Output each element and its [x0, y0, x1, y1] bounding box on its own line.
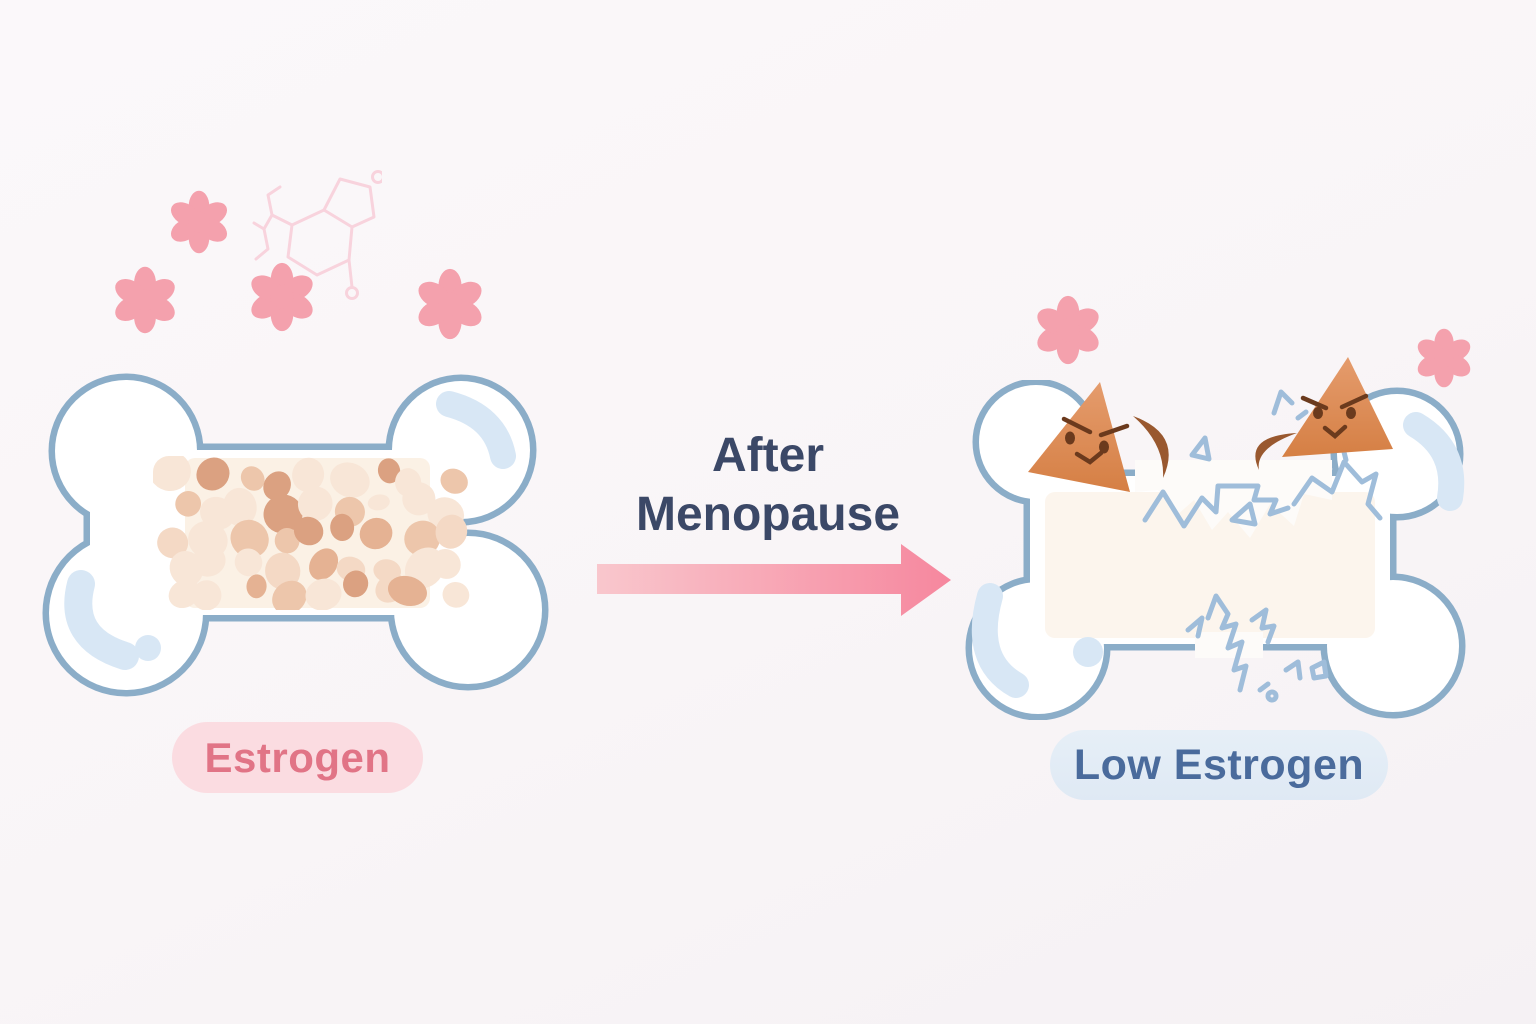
trabecular-blob: [293, 516, 324, 546]
bone-highlight-dot: [1073, 637, 1103, 667]
molecule-oxygen: [345, 286, 359, 300]
molecule-oxygen: [371, 170, 382, 184]
trabecular-blob: [330, 513, 355, 542]
trabecular-blob: [297, 486, 333, 522]
estrogen-flower-icon: [170, 190, 228, 254]
trabecular-blob: [263, 494, 303, 534]
trabecular-blob: [343, 570, 369, 598]
trabecular-blob: [309, 548, 339, 581]
trabecular-blob: [240, 466, 265, 491]
estrogen-flower-icon: [1417, 328, 1471, 388]
trabecular-blob: [442, 582, 470, 608]
osteoclast-character-icon: [1028, 382, 1130, 492]
trabecular-blob: [377, 458, 401, 484]
low-estrogen-badge-label: Low Estrogen: [1073, 740, 1365, 789]
angry-face: [1061, 416, 1130, 465]
trabecular-blob: [175, 491, 202, 517]
bone-highlight: [971, 412, 1465, 698]
trabecular-blob: [404, 520, 441, 557]
trabecular-blob: [274, 528, 300, 554]
molecule-bond: [254, 227, 270, 261]
trabecular-blob: [196, 457, 230, 491]
bone-marrow-area: [1045, 492, 1375, 638]
weakened-bone-illustration: [965, 380, 1466, 720]
trabecular-blob: [435, 514, 468, 549]
estrogen-molecule-icon: [252, 170, 382, 300]
trabecular-blob: [330, 462, 370, 498]
osteoclast-character-icon: [1282, 357, 1393, 457]
molecule-bond: [347, 258, 354, 289]
trabecular-blob: [191, 580, 222, 610]
molecule-bond: [252, 213, 294, 231]
trabecular-blob: [234, 548, 263, 577]
trabecular-blob: [367, 494, 390, 511]
estrogen-badge: Estrogen: [172, 722, 423, 793]
trabecular-blob: [246, 574, 267, 599]
healthy-bone-illustration: [42, 373, 549, 697]
molecule-ring: [322, 177, 376, 229]
trabecular-blob: [402, 482, 436, 516]
trabecular-blob: [191, 545, 226, 577]
trabecular-blob: [305, 578, 342, 610]
trabecular-blob: [430, 549, 461, 579]
trabecular-blob: [440, 468, 468, 494]
bone-highlight: [64, 391, 516, 670]
transition-title-line1: After: [711, 429, 824, 482]
trabecular-blob: [387, 575, 427, 607]
trabecular-blob: [272, 580, 307, 610]
transition-title: After Menopause: [580, 426, 956, 544]
bone-break-gap: [1135, 460, 1332, 538]
osteoclast-body: [1028, 382, 1130, 492]
trabecular-blob: [263, 471, 291, 501]
estrogen-flower-icon: [115, 266, 175, 334]
transition-title-line2: Menopause: [635, 488, 901, 541]
trabecular-blob: [157, 527, 189, 559]
trabecular-blob: [292, 457, 325, 493]
trabecular-pattern-dense: [153, 456, 470, 610]
estrogen-flower-icon: [418, 268, 482, 340]
trabecular-blob: [153, 456, 191, 492]
bone-highlight-dot: [135, 635, 161, 661]
trabecular-blob: [230, 519, 269, 558]
molecule-bond: [266, 185, 282, 217]
estrogen-flower-icon: [251, 262, 313, 332]
osteoclast-body: [1282, 357, 1393, 457]
angry-face: [1300, 393, 1369, 439]
estrogen-badge-label: Estrogen: [204, 733, 391, 781]
trabecular-blob: [359, 517, 393, 550]
estrogen-flower-icon: [1037, 295, 1099, 365]
low-estrogen-badge: Low Estrogen: [1050, 730, 1388, 800]
trabecular-blob: [222, 487, 257, 527]
motion-swoosh-icon: [1255, 433, 1297, 470]
trabecular-blob: [265, 552, 301, 590]
trabecular-blob: [168, 579, 201, 609]
transition-arrow-icon: [597, 544, 951, 616]
motion-swoosh-icon: [1133, 416, 1169, 478]
